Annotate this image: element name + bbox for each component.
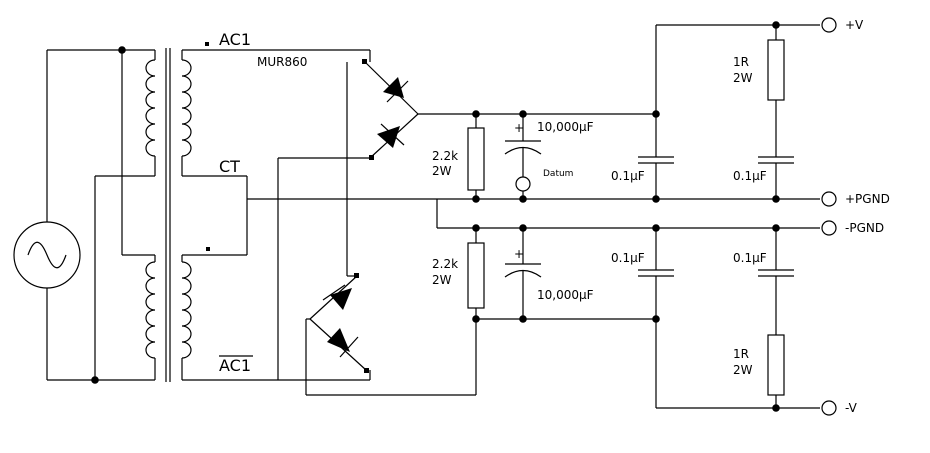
output-terminals xyxy=(821,17,837,416)
label-r-bot: 2.2k xyxy=(432,257,458,271)
label-r-top: 2.2k xyxy=(432,149,458,163)
bleeder-resistors xyxy=(467,114,485,319)
label-diode-part: MUR860 xyxy=(257,55,307,69)
label-term-neg-gnd: -PGND xyxy=(845,221,884,235)
junction-dots xyxy=(472,21,780,412)
output-resistors xyxy=(767,39,785,396)
label-c-small-1: 0.1µF xyxy=(611,169,645,183)
label-cap-big-top: 10,000µF xyxy=(537,120,594,134)
labels: AC1 CT AC1 MUR860 2.2k 2W 2.2k 2W + + 10… xyxy=(219,18,890,415)
label-r-out-bot-w: 2W xyxy=(733,363,753,377)
label-r-out-bot: 1R xyxy=(733,347,749,361)
electrolytic-capacitors xyxy=(504,114,542,319)
label-c-small-4: 0.1µF xyxy=(733,251,767,265)
label-cap-big-bot: 10,000µF xyxy=(537,288,594,302)
label-ac1-top: AC1 xyxy=(219,30,251,49)
label-r-out-top: 1R xyxy=(733,55,749,69)
label-plus-bot: + xyxy=(514,247,524,261)
primary-windings xyxy=(91,46,156,384)
label-datum: Datum xyxy=(543,169,573,179)
label-c-small-2: 0.1µF xyxy=(733,169,767,183)
terminal-pos-v xyxy=(821,17,837,33)
label-term-pos-v: +V xyxy=(845,18,864,32)
label-plus-top: + xyxy=(514,121,524,135)
transformer-core xyxy=(165,48,171,382)
label-term-pos-gnd: +PGND xyxy=(845,192,890,206)
film-capacitors xyxy=(638,156,794,277)
bridge-rectifier xyxy=(277,59,477,396)
terminal-pos-pgnd xyxy=(821,191,837,207)
terminal-neg-pgnd xyxy=(821,220,837,236)
rails xyxy=(247,24,820,409)
label-r-top-w: 2W xyxy=(432,164,452,178)
terminal-neg-v xyxy=(821,400,837,416)
label-term-neg-v: -V xyxy=(845,401,858,415)
label-ct: CT xyxy=(219,157,240,176)
secondary-windings xyxy=(181,42,371,381)
label-c-small-3: 0.1µF xyxy=(611,251,645,265)
label-r-bot-w: 2W xyxy=(432,273,452,287)
label-r-out-top-w: 2W xyxy=(733,71,753,85)
label-ac1-bottom: AC1 xyxy=(219,356,251,375)
ac-source xyxy=(13,49,155,381)
